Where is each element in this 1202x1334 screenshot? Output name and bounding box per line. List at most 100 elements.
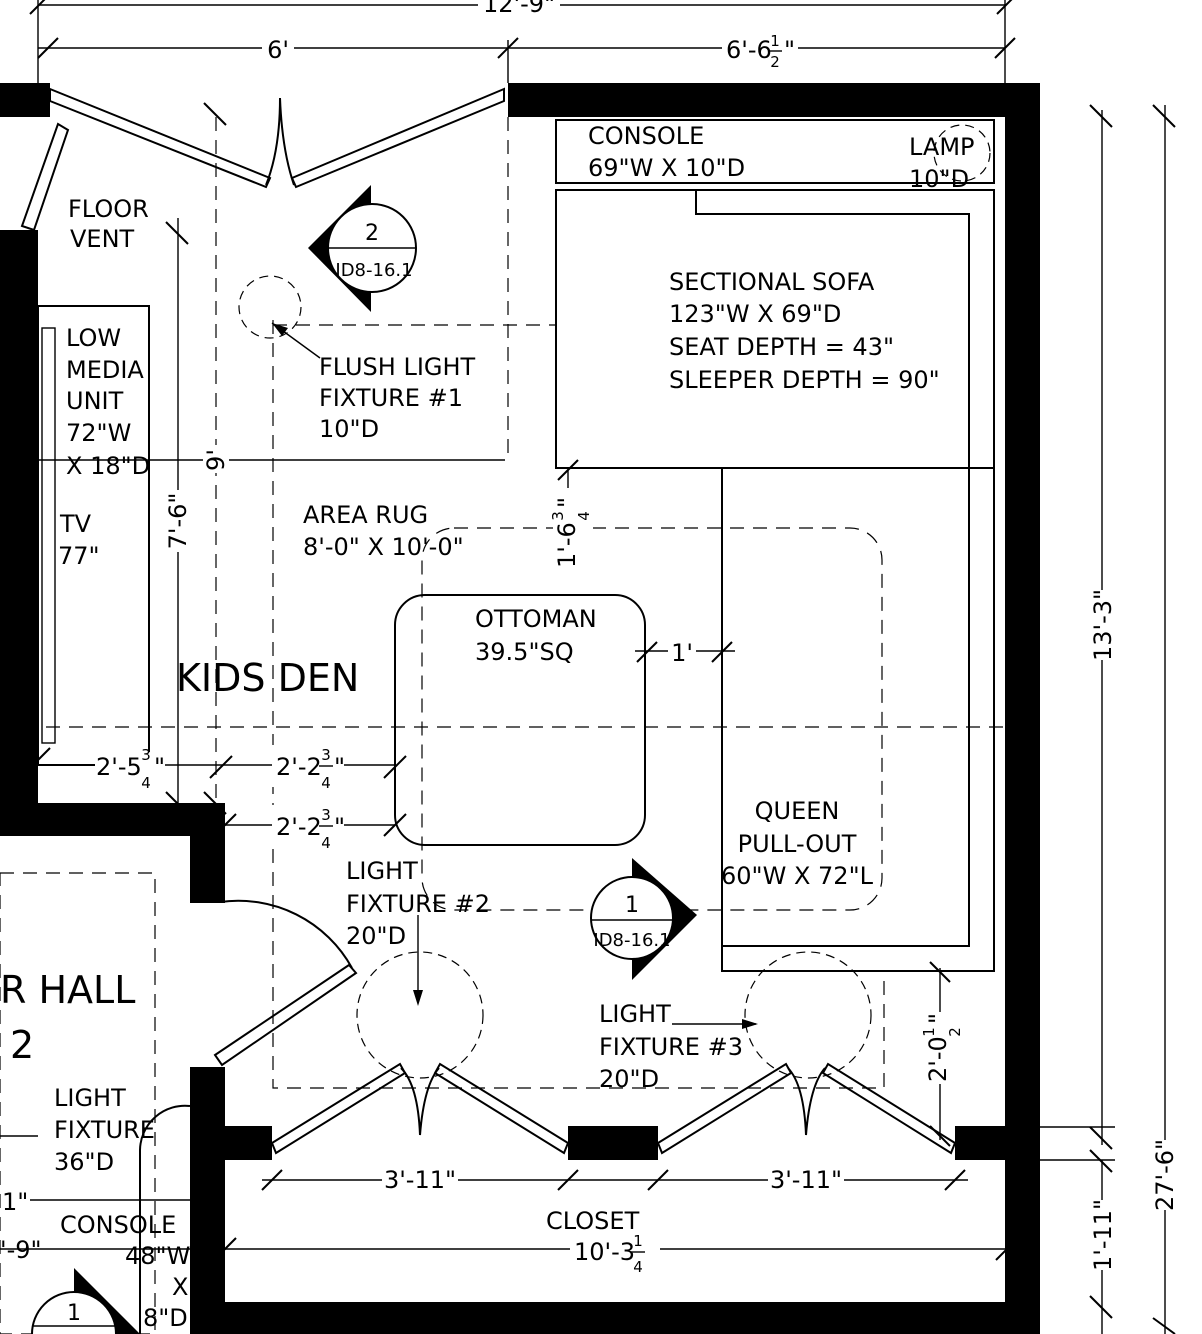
flush-light-label-1: FLUSH LIGHT (319, 353, 476, 381)
queen-label-2: PULL-OUT (738, 830, 857, 858)
lamp-outline (933, 124, 991, 182)
dim-overall-top: 12'-9" (483, 0, 555, 18)
dim-left-9: 9' (202, 449, 230, 471)
sofa-label-4: SLEEPER DEPTH = 90" (669, 366, 940, 394)
dim-rug-top-tail: " (553, 497, 581, 508)
wall-left-lower (190, 1067, 225, 1334)
console-label: CONSOLE (588, 122, 704, 150)
dim-right-overall: 27'-6" (1151, 1139, 1179, 1211)
media-label-5: X 18"D (66, 452, 150, 480)
hall-light-label-3: 36"D (54, 1148, 114, 1176)
hall-console-label-4: 8"D (143, 1304, 188, 1332)
flush-light-label-3: 10"D (319, 415, 379, 443)
ottoman-label-1: OTTOMAN (475, 605, 597, 633)
closet-door-2-leaf-b (821, 1062, 957, 1155)
sofa-label-3: SEAT DEPTH = 43" (669, 333, 894, 361)
wall-top-left-stub (0, 83, 50, 117)
closet-door-2-swing (787, 1067, 826, 1136)
dim-ottoman-left-b: 2'-2 (276, 813, 322, 841)
closet-door-1-leaf-b (433, 1062, 570, 1155)
exterior-door-leaf (20, 122, 70, 232)
hall-console (0, 872, 156, 1334)
entry-door-swing (265, 97, 295, 186)
hall-number: 2 (10, 1023, 34, 1067)
dim-ottoman-left-a-num: 3 (321, 746, 331, 764)
entry-door-right-leaf (290, 87, 505, 189)
dim-top-right-den: 2 (770, 53, 780, 71)
dim-ottoman-left-a-tail: " (334, 753, 345, 781)
section-marker-2-ref: ID8-16.1 (335, 260, 412, 281)
dim-closet-door-1: 3'-11" (384, 1166, 456, 1194)
doors (20, 87, 957, 1334)
light-fixture-1-arrow (272, 323, 288, 336)
furniture (0, 119, 995, 1334)
dim-queen-clear: 2'-0 (924, 1036, 952, 1082)
dim-queen-clear-tail: " (924, 1013, 952, 1024)
wall-closet-mid (568, 1126, 658, 1160)
section-marker-1-number: 1 (625, 893, 639, 918)
dim-right-main: 13'-3" (1089, 589, 1117, 661)
media-label-3: UNIT (66, 387, 124, 415)
wall-left-mid (190, 803, 225, 903)
hall-console-label-3: X (172, 1273, 188, 1301)
dim-left-76: 7'-6" (164, 493, 192, 550)
section-marker-1-circle (590, 876, 674, 960)
ottoman (394, 594, 646, 846)
section-marker-hall: 1 (31, 1268, 140, 1334)
dim-ottoman-left-b-den: 4 (321, 834, 331, 852)
wall-right (1005, 83, 1040, 1334)
sofa-label-1: SECTIONAL SOFA (669, 268, 875, 296)
wall-top-right (508, 83, 1040, 117)
dim-ottoman-left-b-tail: " (334, 813, 345, 841)
section-marker-hall-circle (31, 1291, 117, 1334)
ottoman-label-2: 39.5"SQ (475, 638, 574, 666)
tv-screen (41, 327, 56, 744)
labels: CONSOLE 69"W X 10"D LAMP 10"D SECTIONAL … (0, 122, 975, 1332)
dim-closet-door-2: 3'-11" (770, 1166, 842, 1194)
flush-light-label-2: FIXTURE #1 (319, 384, 463, 412)
console-size: 69"W X 10"D (588, 154, 745, 182)
room-name: KIDS DEN (176, 656, 359, 700)
closet-door-2-leaf-a (656, 1062, 793, 1155)
dim-right-small: 1'-11" (1089, 1199, 1117, 1271)
section-marker-hall-number: 1 (67, 1301, 81, 1326)
dim-media-clear-den: 4 (141, 774, 151, 792)
dim-ottoman-left-b-num: 3 (321, 806, 331, 824)
floor-vent-label-2: VENT (70, 225, 135, 253)
light-3-label-1: LIGHT (599, 1000, 671, 1028)
light-3-label-3: 20"D (599, 1065, 659, 1093)
dim-media-clear-num: 3 (141, 746, 151, 764)
section-marker-2-number: 2 (365, 221, 379, 246)
lamp-label: LAMP (909, 133, 975, 161)
dim-queen-clear-den: 2 (946, 1027, 964, 1037)
hall-light-label-1: LIGHT (54, 1084, 126, 1112)
media-label-2: MEDIA (66, 356, 144, 384)
wall-closet-left (190, 1126, 272, 1160)
dim-ottoman-sofa: 1' (671, 639, 693, 667)
dim-closet-width: 10'-3 (574, 1238, 635, 1266)
light-2-label-3: 20"D (346, 922, 406, 950)
tv-label-2: 77" (58, 542, 100, 570)
rug-label-1: AREA RUG (303, 501, 428, 529)
dim-top-right-num: 1 (770, 32, 780, 50)
queen-pullout-outline (722, 468, 970, 947)
media-label-1: LOW (66, 324, 121, 352)
light-2-label-2: FIXTURE #2 (346, 890, 490, 918)
queen-label-1: QUEEN (755, 797, 840, 825)
dim-closet-width-num: 1 (633, 1232, 643, 1250)
dim-rug-top: 1'-6 (553, 522, 581, 568)
sofa-label-2: 123"W X 69"D (669, 300, 841, 328)
sofa-back (695, 190, 970, 468)
dim-media-clear-tail: " (154, 753, 165, 781)
tv-label-1: TV (59, 510, 92, 538)
console-table (555, 119, 995, 184)
closet-door-1-swing (400, 1067, 440, 1136)
dim-top-left: 6' (267, 36, 289, 64)
dim-closet-width-den: 4 (633, 1258, 643, 1276)
dim-ottoman-left-a-den: 4 (321, 774, 331, 792)
light-2-label-1: LIGHT (346, 857, 418, 885)
section-marker-1: 1 ID8-16.1 (590, 858, 697, 980)
closet-door-1-leaf-a (270, 1062, 407, 1155)
lighting (0, 117, 1005, 1089)
